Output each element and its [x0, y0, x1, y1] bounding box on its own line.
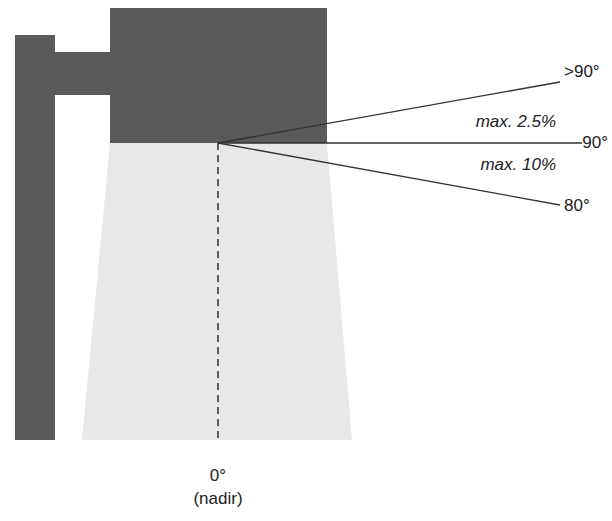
- angle-label: >90°: [564, 62, 600, 82]
- luminaire-housing: [110, 8, 327, 143]
- percentage-label: max. 10%: [480, 155, 556, 175]
- angle-80-line: [218, 143, 560, 205]
- nadir-line: [217, 143, 219, 440]
- angle-90-line: [218, 142, 582, 143]
- angle-above-90-line: [218, 82, 560, 143]
- percentage-label: max. 2.5%: [476, 112, 556, 132]
- angle-label: 90°: [582, 133, 608, 153]
- pole: [15, 35, 55, 440]
- arm: [55, 52, 111, 95]
- nadir-label: (nadir): [193, 489, 242, 509]
- angle-label: 80°: [564, 196, 590, 216]
- angle-label: 0°: [210, 466, 226, 486]
- light-cone: [82, 143, 352, 440]
